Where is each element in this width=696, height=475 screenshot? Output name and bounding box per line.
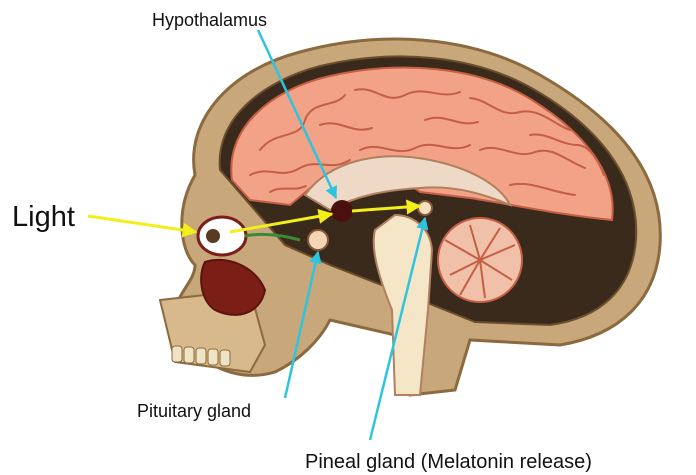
hypothalamus-dot	[331, 200, 353, 222]
pituitary-gland-label: Pituitary gland	[137, 402, 251, 420]
hypothalamus-label: Hypothalamus	[152, 11, 267, 29]
pineal-gland-name: Pineal gland	[305, 451, 415, 473]
light-label: Light	[12, 203, 75, 232]
cerebellum	[438, 218, 522, 302]
pituitary-gland	[308, 230, 328, 250]
pineal-gland-label: Pineal gland (Melatonin release)	[305, 452, 592, 472]
melatonin-release-note: (Melatonin release)	[421, 451, 592, 473]
pineal-gland	[418, 201, 432, 215]
